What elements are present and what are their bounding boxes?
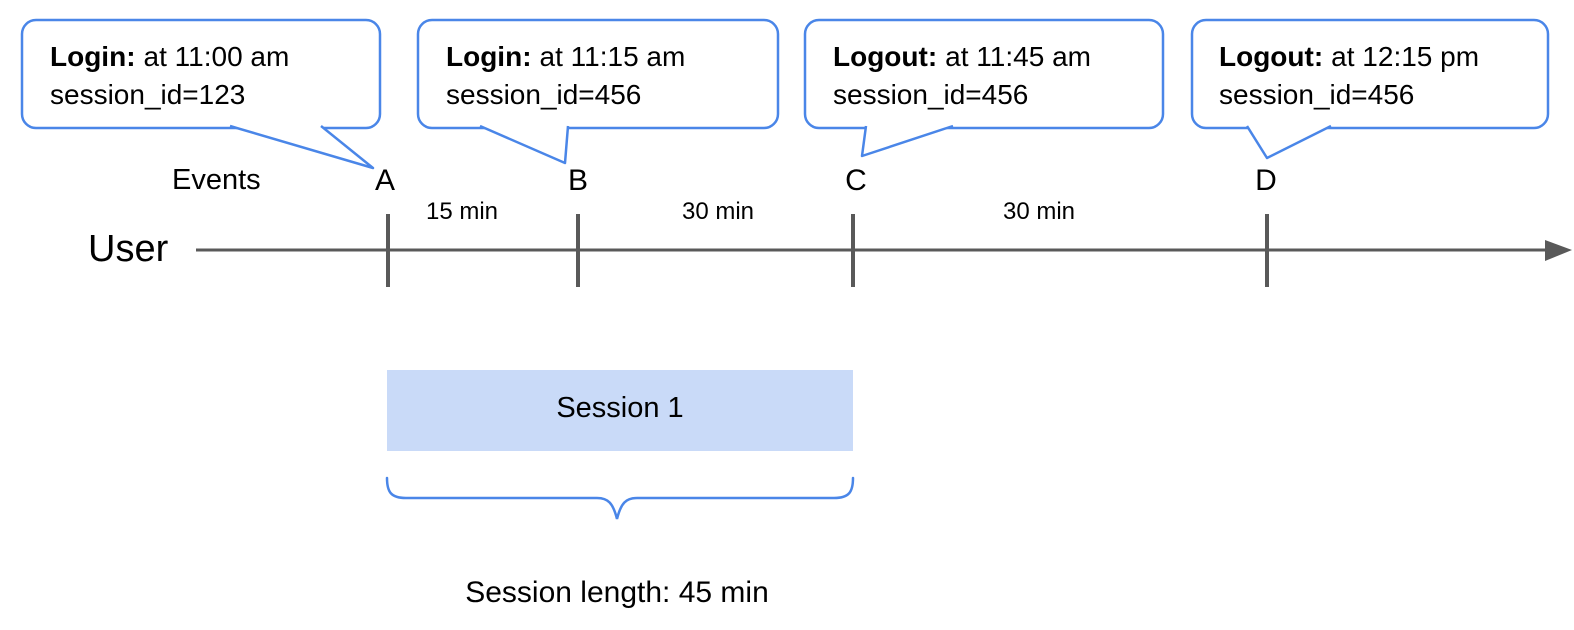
event-letter-d: D xyxy=(1255,164,1277,197)
event-a-session: session_id=123 xyxy=(50,79,246,110)
events-label: Events xyxy=(172,164,261,196)
event-letter-a: A xyxy=(374,164,396,197)
callout-tail-c xyxy=(860,124,954,158)
event-d-time: at 12:15 pm xyxy=(1331,41,1480,72)
callout-text-d: Logout:at 12:15 pm session_id=456 xyxy=(1219,38,1479,114)
event-b-type: Login: xyxy=(446,41,532,72)
interval-label-c-d: 30 min xyxy=(1002,198,1076,225)
session-length-brace xyxy=(385,476,855,520)
event-c-type: Logout: xyxy=(833,41,938,72)
session-length-label: Session length: 45 min xyxy=(465,576,769,609)
event-a-time: at 11:00 am xyxy=(143,41,290,72)
callout-d-line1: Logout:at 12:15 pm xyxy=(1219,38,1479,76)
callout-tail-b xyxy=(479,124,570,165)
callout-text-a: Login:at 11:00 am session_id=123 xyxy=(50,38,289,114)
callout-b-line1: Login:at 11:15 am xyxy=(446,38,685,76)
callout-bubble-d xyxy=(1190,18,1550,130)
session-1-box xyxy=(387,370,853,451)
interval-label-a-b: 15 min xyxy=(425,198,499,225)
callout-text-c: Logout:at 11:45 am session_id=456 xyxy=(833,38,1091,114)
event-b-time: at 11:15 am xyxy=(539,41,686,72)
event-a-type: Login: xyxy=(50,41,136,72)
event-d-session: session_id=456 xyxy=(1219,79,1415,110)
timeline-arrowhead-icon xyxy=(1545,240,1572,261)
session-1-label: Session 1 xyxy=(556,392,684,424)
callout-bubble-c xyxy=(803,18,1165,130)
event-c-time: at 11:45 am xyxy=(945,41,1091,72)
callout-tail-a xyxy=(229,124,375,170)
callout-a-line1: Login:at 11:00 am xyxy=(50,38,289,76)
event-letter-c: C xyxy=(845,164,867,197)
interval-label-b-c: 30 min xyxy=(681,198,755,225)
user-label: User xyxy=(88,228,169,270)
callout-bubble-b xyxy=(416,18,780,130)
callout-bubble-a xyxy=(20,18,382,130)
event-letter-b: B xyxy=(567,164,589,197)
event-d-type: Logout: xyxy=(1219,41,1324,72)
callout-tail-d xyxy=(1245,124,1332,160)
callout-c-line1: Logout:at 11:45 am xyxy=(833,38,1091,76)
callout-text-b: Login:at 11:15 am session_id=456 xyxy=(446,38,685,114)
event-b-session: session_id=456 xyxy=(446,79,642,110)
event-c-session: session_id=456 xyxy=(833,79,1029,110)
